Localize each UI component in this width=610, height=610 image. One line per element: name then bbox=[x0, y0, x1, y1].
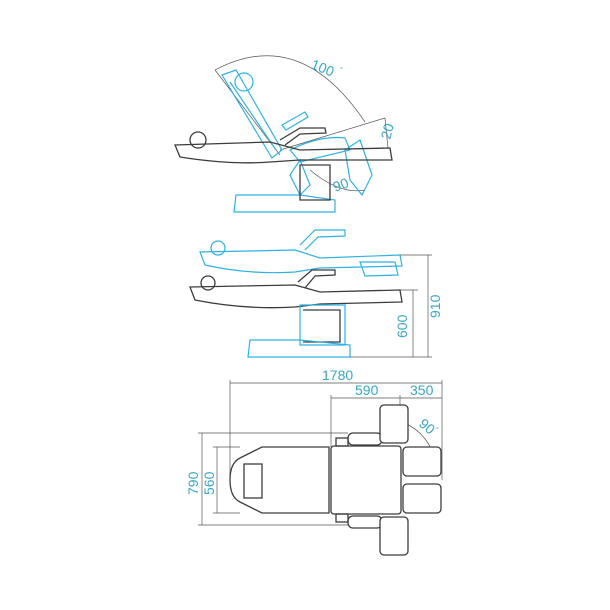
base bbox=[247, 339, 351, 358]
backrest-arc bbox=[214, 55, 366, 123]
label-backrest-angle: 100 bbox=[309, 56, 337, 80]
footrest-upper bbox=[402, 446, 442, 477]
side-view-height: 600 910 bbox=[189, 229, 443, 358]
label-footrest-down-angle: 90 bbox=[331, 174, 351, 194]
label-armrest-width: 790 bbox=[185, 471, 201, 495]
seat-lowered bbox=[189, 284, 403, 309]
label-max-height: 910 bbox=[427, 294, 443, 318]
label-footrest-up-angle: 20 bbox=[377, 121, 397, 140]
label-footrest-length: 350 bbox=[410, 382, 434, 398]
label-min-height: 600 bbox=[394, 314, 410, 338]
label-total-length: 1780 bbox=[322, 367, 353, 383]
armrest-bottom bbox=[347, 515, 383, 529]
label-seat-to-end: 590 bbox=[355, 382, 379, 398]
side-view-reclined: 100 ° 20 90 bbox=[174, 55, 397, 213]
svg-text:°: ° bbox=[340, 66, 343, 74]
seat-section bbox=[330, 445, 402, 515]
footrest-upper-raised bbox=[379, 404, 409, 444]
seat-raised bbox=[199, 249, 403, 274]
label-body-width: 560 bbox=[201, 471, 217, 495]
backrest-reclined bbox=[221, 69, 283, 159]
armrest-top bbox=[347, 432, 383, 446]
top-view: 1780 590 350 90 ° 790 560 bbox=[185, 367, 443, 556]
svg-text:°: ° bbox=[436, 426, 439, 434]
backrest-section bbox=[229, 446, 330, 514]
footrest-lower-raised bbox=[379, 516, 409, 556]
footrest-lower bbox=[402, 483, 442, 514]
seat-flat bbox=[174, 141, 393, 164]
